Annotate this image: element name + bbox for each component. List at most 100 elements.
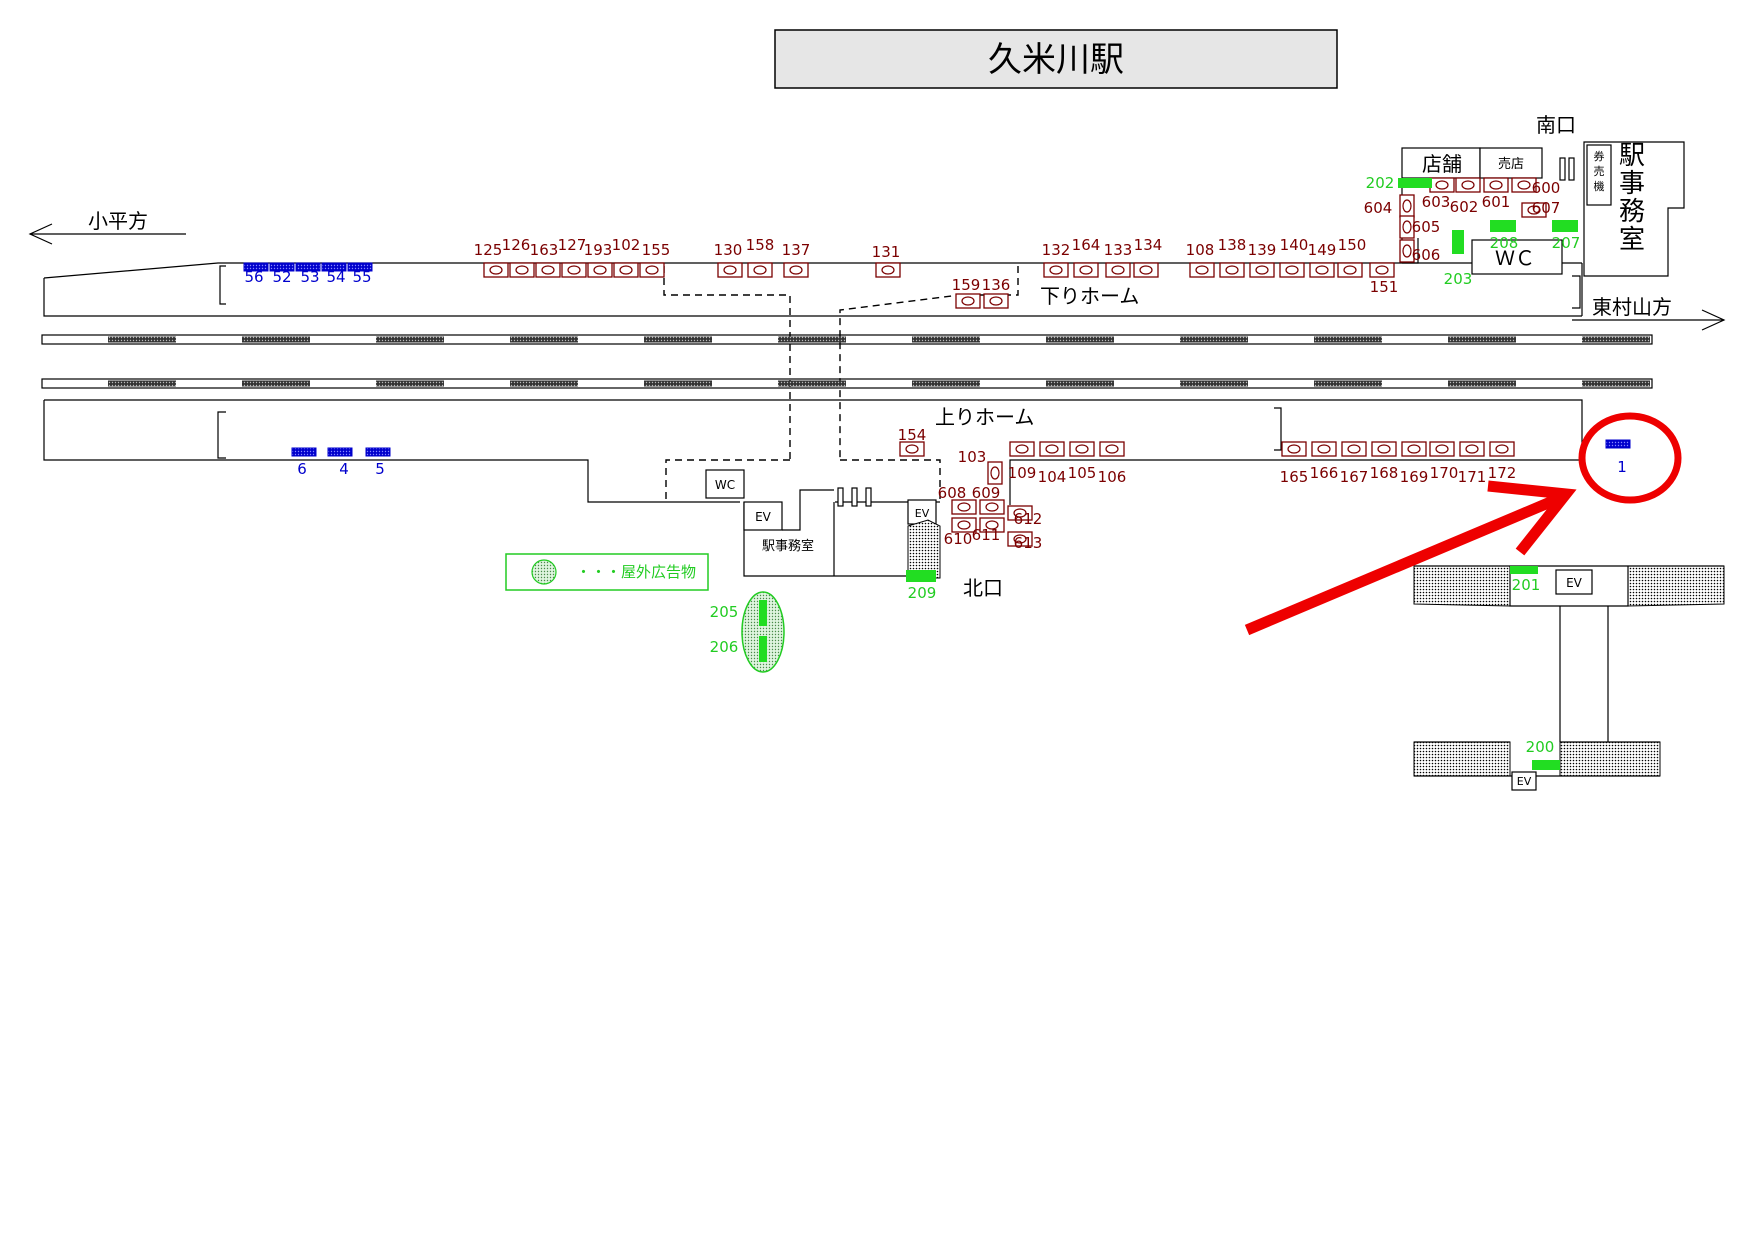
ad-board-red-label: 150 <box>1338 236 1367 254</box>
down-platform: 下りホーム <box>43 262 1583 460</box>
track-tie <box>1314 380 1382 387</box>
ad-board-red-mark <box>1049 265 1063 275</box>
ad-board-red-label: 163 <box>530 241 559 259</box>
inset-ev-bottom <box>1511 771 1537 791</box>
north-office-label: 駅事務室 <box>762 538 814 554</box>
ad-board-red <box>1483 177 1509 193</box>
ad-board-red <box>1105 262 1131 278</box>
ad-board-red <box>899 441 925 457</box>
ad-board-blue <box>295 262 321 272</box>
ad-board-red-label: 606 <box>1412 246 1441 264</box>
track-tie <box>1046 380 1114 387</box>
ad-board-red-mark <box>1317 444 1331 454</box>
ad-board-red-mark <box>1407 444 1421 454</box>
ad-board-green-label: 201 <box>1512 576 1541 594</box>
track-tie <box>644 336 712 343</box>
ad-board-red-mark <box>541 265 555 275</box>
ad-board-red-label: 104 <box>1038 468 1067 486</box>
ad-board-red <box>639 262 665 278</box>
ad-board-red-label: 106 <box>1098 468 1127 486</box>
ad-board-red-label: 611 <box>972 526 1001 544</box>
ad-board-red-label: 170 <box>1430 464 1459 482</box>
ad-board-red-label: 172 <box>1488 464 1517 482</box>
ad-board-red-label: 125 <box>474 241 503 259</box>
ad-board-red-mark <box>1139 265 1153 275</box>
ad-board-red <box>1219 262 1245 278</box>
ad-board-red <box>1429 441 1455 457</box>
ad-board-green-label: 208 <box>1490 234 1519 252</box>
ad-board-red-label: 167 <box>1340 468 1369 486</box>
north-wc-label: WC <box>715 478 735 492</box>
ad-board-red-mark <box>1343 265 1357 275</box>
legend-label: ・・・屋外広告物 <box>576 563 696 581</box>
ad-board-red-label: 154 <box>898 426 927 444</box>
ad-board-blue <box>321 262 347 272</box>
ad-board-red-mark <box>1495 444 1509 454</box>
ticket-machine-label: 券売機 <box>1594 149 1605 193</box>
ad-board-red <box>1429 177 1455 193</box>
ad-board-red-mark <box>1255 265 1269 275</box>
ad-board-red-label: 149 <box>1308 241 1337 259</box>
track-tie <box>1180 336 1248 343</box>
ad-board-red-label: 603 <box>1422 193 1451 211</box>
inset-ev-top-label: EV <box>1566 576 1583 590</box>
ad-board-red <box>1369 262 1395 278</box>
ad-board-red-mark <box>985 502 999 512</box>
shop-label: 店舗 <box>1422 152 1462 176</box>
ad-board-red-label: 132 <box>1042 241 1071 259</box>
ad-board-red-mark <box>1079 265 1093 275</box>
down-platform-label: 下りホーム <box>1040 284 1139 308</box>
ad-board-red-label: 127 <box>558 236 587 254</box>
ad-board-red-mark <box>1105 444 1119 454</box>
ad-board-blue-label: 4 <box>339 460 349 478</box>
ad-board-red-label: 109 <box>1008 464 1037 482</box>
ad-board-green <box>1452 230 1464 254</box>
ad-board-red-label: 165 <box>1280 468 1309 486</box>
ad-board-red-label: 604 <box>1364 199 1393 217</box>
ad-board-green <box>759 600 767 626</box>
track-tie <box>1448 380 1516 387</box>
ad-board-red <box>1459 441 1485 457</box>
ad-board-red <box>1007 505 1033 521</box>
ad-board-red-label: 605 <box>1412 218 1441 236</box>
title-box: 久米川駅 <box>774 29 1338 89</box>
inset-ev-top <box>1555 569 1593 595</box>
south-exit-label: 南口 <box>1536 113 1576 137</box>
track-tie <box>644 380 712 387</box>
highlight-arrow-head <box>1487 480 1577 556</box>
ad-board-green <box>1490 220 1516 232</box>
ad-board-red-mark <box>1315 265 1329 275</box>
ad-board-red-mark <box>961 296 975 306</box>
ad-board-red-label: 103 <box>958 448 987 466</box>
ad-board-red-mark <box>1435 180 1449 190</box>
south-office-label: 駅事務室 <box>1619 141 1645 255</box>
ad-board-red-mark <box>1377 444 1391 454</box>
ad-board-red-label: 159 <box>952 276 981 294</box>
ad-board-red <box>979 517 1005 533</box>
ad-board-green <box>1552 220 1578 232</box>
track-tie <box>778 380 846 387</box>
ad-board-red <box>561 262 587 278</box>
ad-board-red-label: 108 <box>1186 241 1215 259</box>
ad-board-red-label: 133 <box>1104 241 1133 259</box>
ad-board-red-mark <box>957 502 971 512</box>
direction-west: 小平方 <box>28 209 186 245</box>
kiosk-box <box>1479 147 1543 179</box>
ad-board-red-label: 171 <box>1458 468 1487 486</box>
ad-board-red <box>1099 441 1125 457</box>
legend: ・・・屋外広告物 <box>505 553 709 591</box>
ad-board-green-label: 200 <box>1526 738 1555 756</box>
station-title: 久米川駅 <box>988 40 1124 80</box>
ad-board-green-label: 202 <box>1366 174 1395 192</box>
ad-board-red <box>747 262 773 278</box>
ad-board-red-mark <box>985 520 999 530</box>
south-concourse: 店舗 売店 南口 券売機 駅事務室 ＷＣ <box>1401 113 1685 277</box>
ad-board-red-label: 609 <box>972 484 1001 502</box>
ad-board-red-label: 607 <box>1532 199 1561 217</box>
tracks <box>41 334 1653 389</box>
ad-board-blue-label: 53 <box>300 268 319 286</box>
ad-board-red <box>1489 441 1515 457</box>
